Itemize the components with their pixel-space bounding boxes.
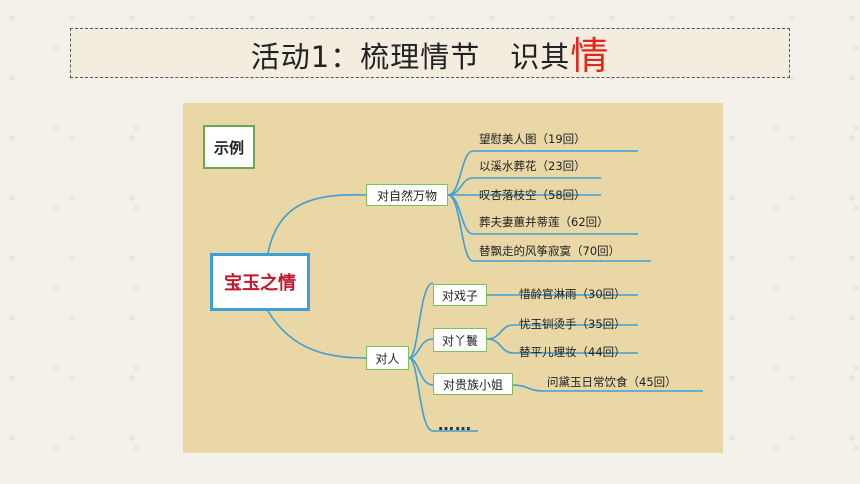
leaf-ladies-1: 问黛玉日常饮食（45回）: [547, 375, 677, 389]
leaf-maids-2: 替平儿理妆（44回）: [519, 345, 626, 359]
connector-root-nature: [267, 193, 367, 254]
branch-node-nature: 对自然万物: [366, 184, 448, 206]
group-node-maids: 对丫鬟: [433, 328, 487, 352]
more-ellipsis: ……: [438, 415, 472, 434]
title-banner: 活动1：梳理情节 识其情: [70, 28, 790, 78]
leaf-nature-5: 替飘走的风筝寂寞（70回）: [479, 244, 621, 258]
title-main-text: 活动1：梳理情节 识其: [250, 40, 571, 74]
leaf-nature-2: 以溪水葬花（23回）: [479, 159, 586, 173]
connector-ladies-leaf: [512, 384, 703, 392]
mind-map-connectors: [267, 150, 703, 432]
page-title: 活动1：梳理情节 识其情: [71, 37, 789, 75]
branch-node-people: 对人: [366, 346, 409, 370]
root-node: 宝玉之情: [210, 253, 310, 311]
connector-maids-leaf1: [486, 324, 638, 340]
connector-people-maids: [408, 338, 434, 359]
connector-root-people: [267, 310, 367, 359]
connector-maids-leaf2: [486, 338, 638, 354]
mind-map-panel: 示例 宝玉之情 对自然万物 望慰美人图（19回） 以溪水葬花（23回） 叹杏落枝…: [183, 103, 723, 453]
group-node-actors: 对戏子: [433, 284, 487, 306]
leaf-nature-1: 望慰美人图（19回）: [479, 132, 586, 146]
group-node-ladies: 对贵族小姐: [433, 373, 513, 395]
leaf-actors-1: 惜龄官淋雨（30回）: [519, 287, 626, 301]
title-accent-text: 情: [570, 34, 610, 78]
example-label: 示例: [203, 125, 255, 169]
leaf-maids-1: 忧玉钏烫手（35回）: [519, 317, 626, 331]
connector-nature-bracket: [447, 150, 638, 196]
connector-people-bracket: [408, 282, 434, 359]
leaf-nature-3: 叹杏落枝空（58回）: [479, 188, 586, 202]
connector-people-more: [408, 357, 478, 432]
leaf-nature-4: 葬夫妻蕙并蒂莲（62回）: [479, 215, 609, 229]
connector-nature-leaf5: [447, 194, 651, 262]
